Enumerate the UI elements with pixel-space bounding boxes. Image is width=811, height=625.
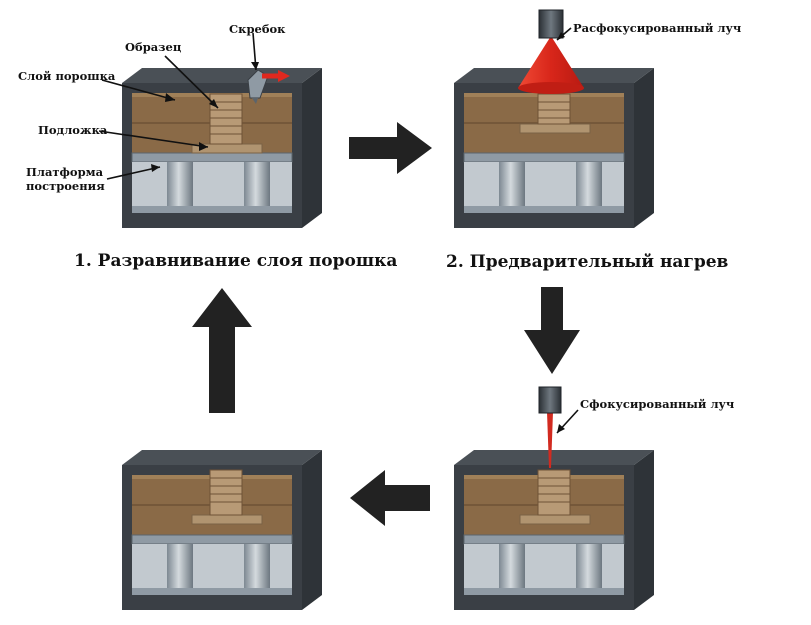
- substrate: [191, 514, 263, 525]
- caption-step-2: 2. Предварительный нагрев: [446, 252, 729, 272]
- electron-gun-icon: [538, 9, 564, 39]
- label-substrate: Подложка: [38, 123, 108, 137]
- label-scraper: Скребок: [229, 22, 286, 36]
- electron-gun-icon: [538, 386, 562, 414]
- substrate: [519, 123, 591, 134]
- machine-unit-2: [453, 67, 655, 229]
- machine-unit-4: [453, 449, 655, 611]
- label-defocused-beam: Расфокусированный луч: [573, 21, 742, 35]
- scraper-icon: [247, 69, 290, 104]
- flow-arrow-right: [349, 122, 432, 174]
- machine-unit-3: [121, 449, 323, 611]
- sample: [537, 93, 571, 125]
- label-build-platform: Платформа построения: [26, 165, 105, 193]
- focused-beam: [538, 386, 562, 468]
- flow-arrow-up: [192, 288, 252, 413]
- callout-pointers: [98, 27, 579, 434]
- sample: [209, 469, 243, 516]
- label-powder-layer: Слой порошка: [18, 69, 116, 83]
- label-focused-beam: Сфокусированный луч: [580, 397, 735, 411]
- label-sample: Образец: [125, 40, 182, 54]
- flow-arrow-left: [350, 470, 430, 526]
- caption-step-1: 1. Разравнивание слоя порошка: [74, 251, 398, 271]
- defocused-beam: [518, 9, 584, 94]
- flow-arrow-down: [524, 287, 580, 374]
- substrate: [519, 514, 591, 525]
- machine-unit-1: [121, 67, 323, 229]
- sample: [537, 469, 571, 516]
